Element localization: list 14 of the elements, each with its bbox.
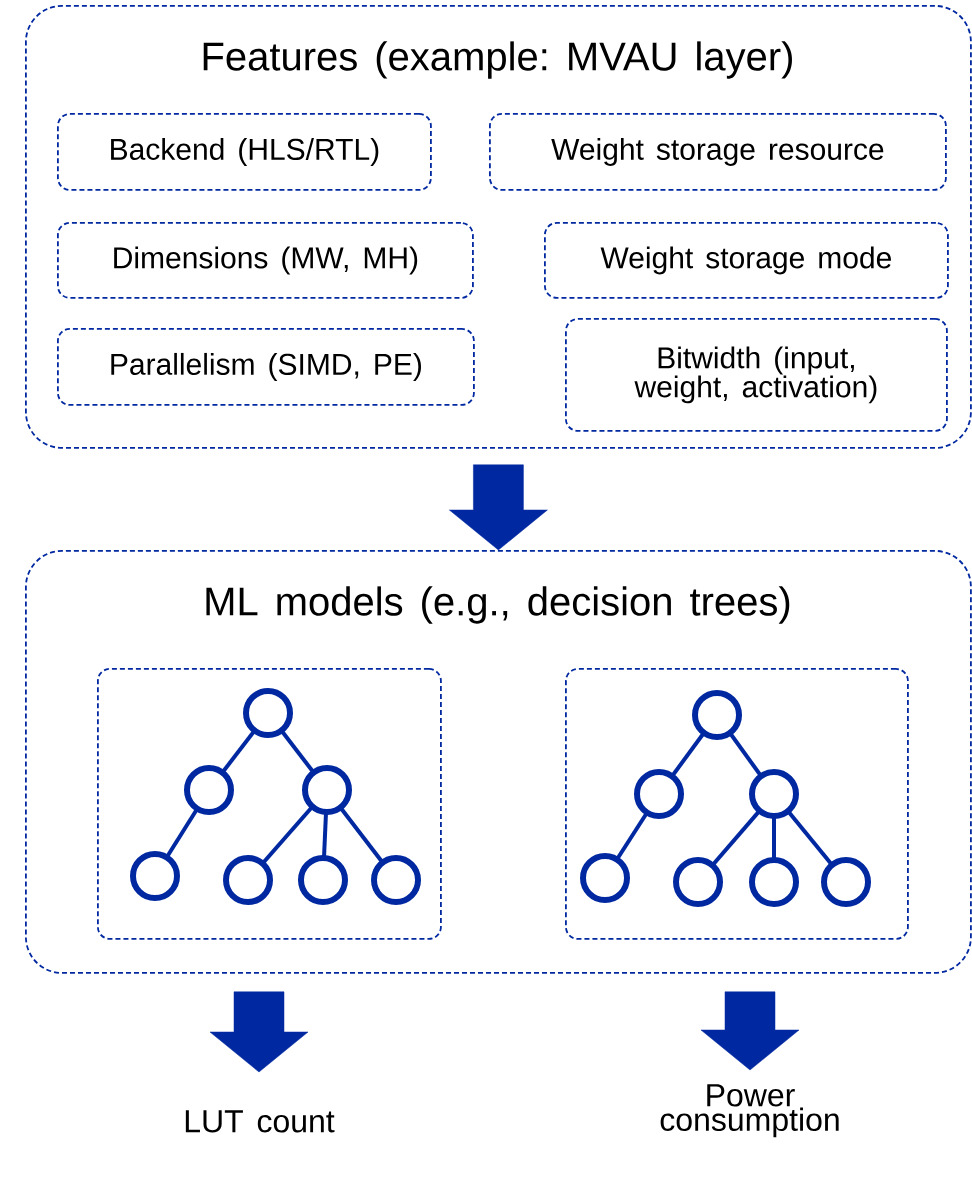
feature-box: Weight storage mode (544, 222, 949, 299)
feature-box: Bitwidth (input, weight, activation) (565, 318, 948, 432)
block-arrow (449, 464, 548, 551)
panel: ML models (e.g., decision trees) (25, 550, 972, 974)
tree-box (565, 668, 909, 940)
feature-box: Parallelism (SIMD, PE) (57, 328, 475, 406)
block-arrow (700, 991, 800, 1071)
output-label: LUT count (185, 1110, 335, 1133)
output-label: Power consumption (660, 1084, 839, 1138)
block-arrow (209, 991, 309, 1073)
feature-box: Dimensions (MW, MH) (57, 222, 474, 299)
tree-box (97, 668, 442, 940)
feature-box: Weight storage resource (489, 113, 947, 191)
feature-box: Backend (HLS/RTL) (57, 113, 432, 191)
